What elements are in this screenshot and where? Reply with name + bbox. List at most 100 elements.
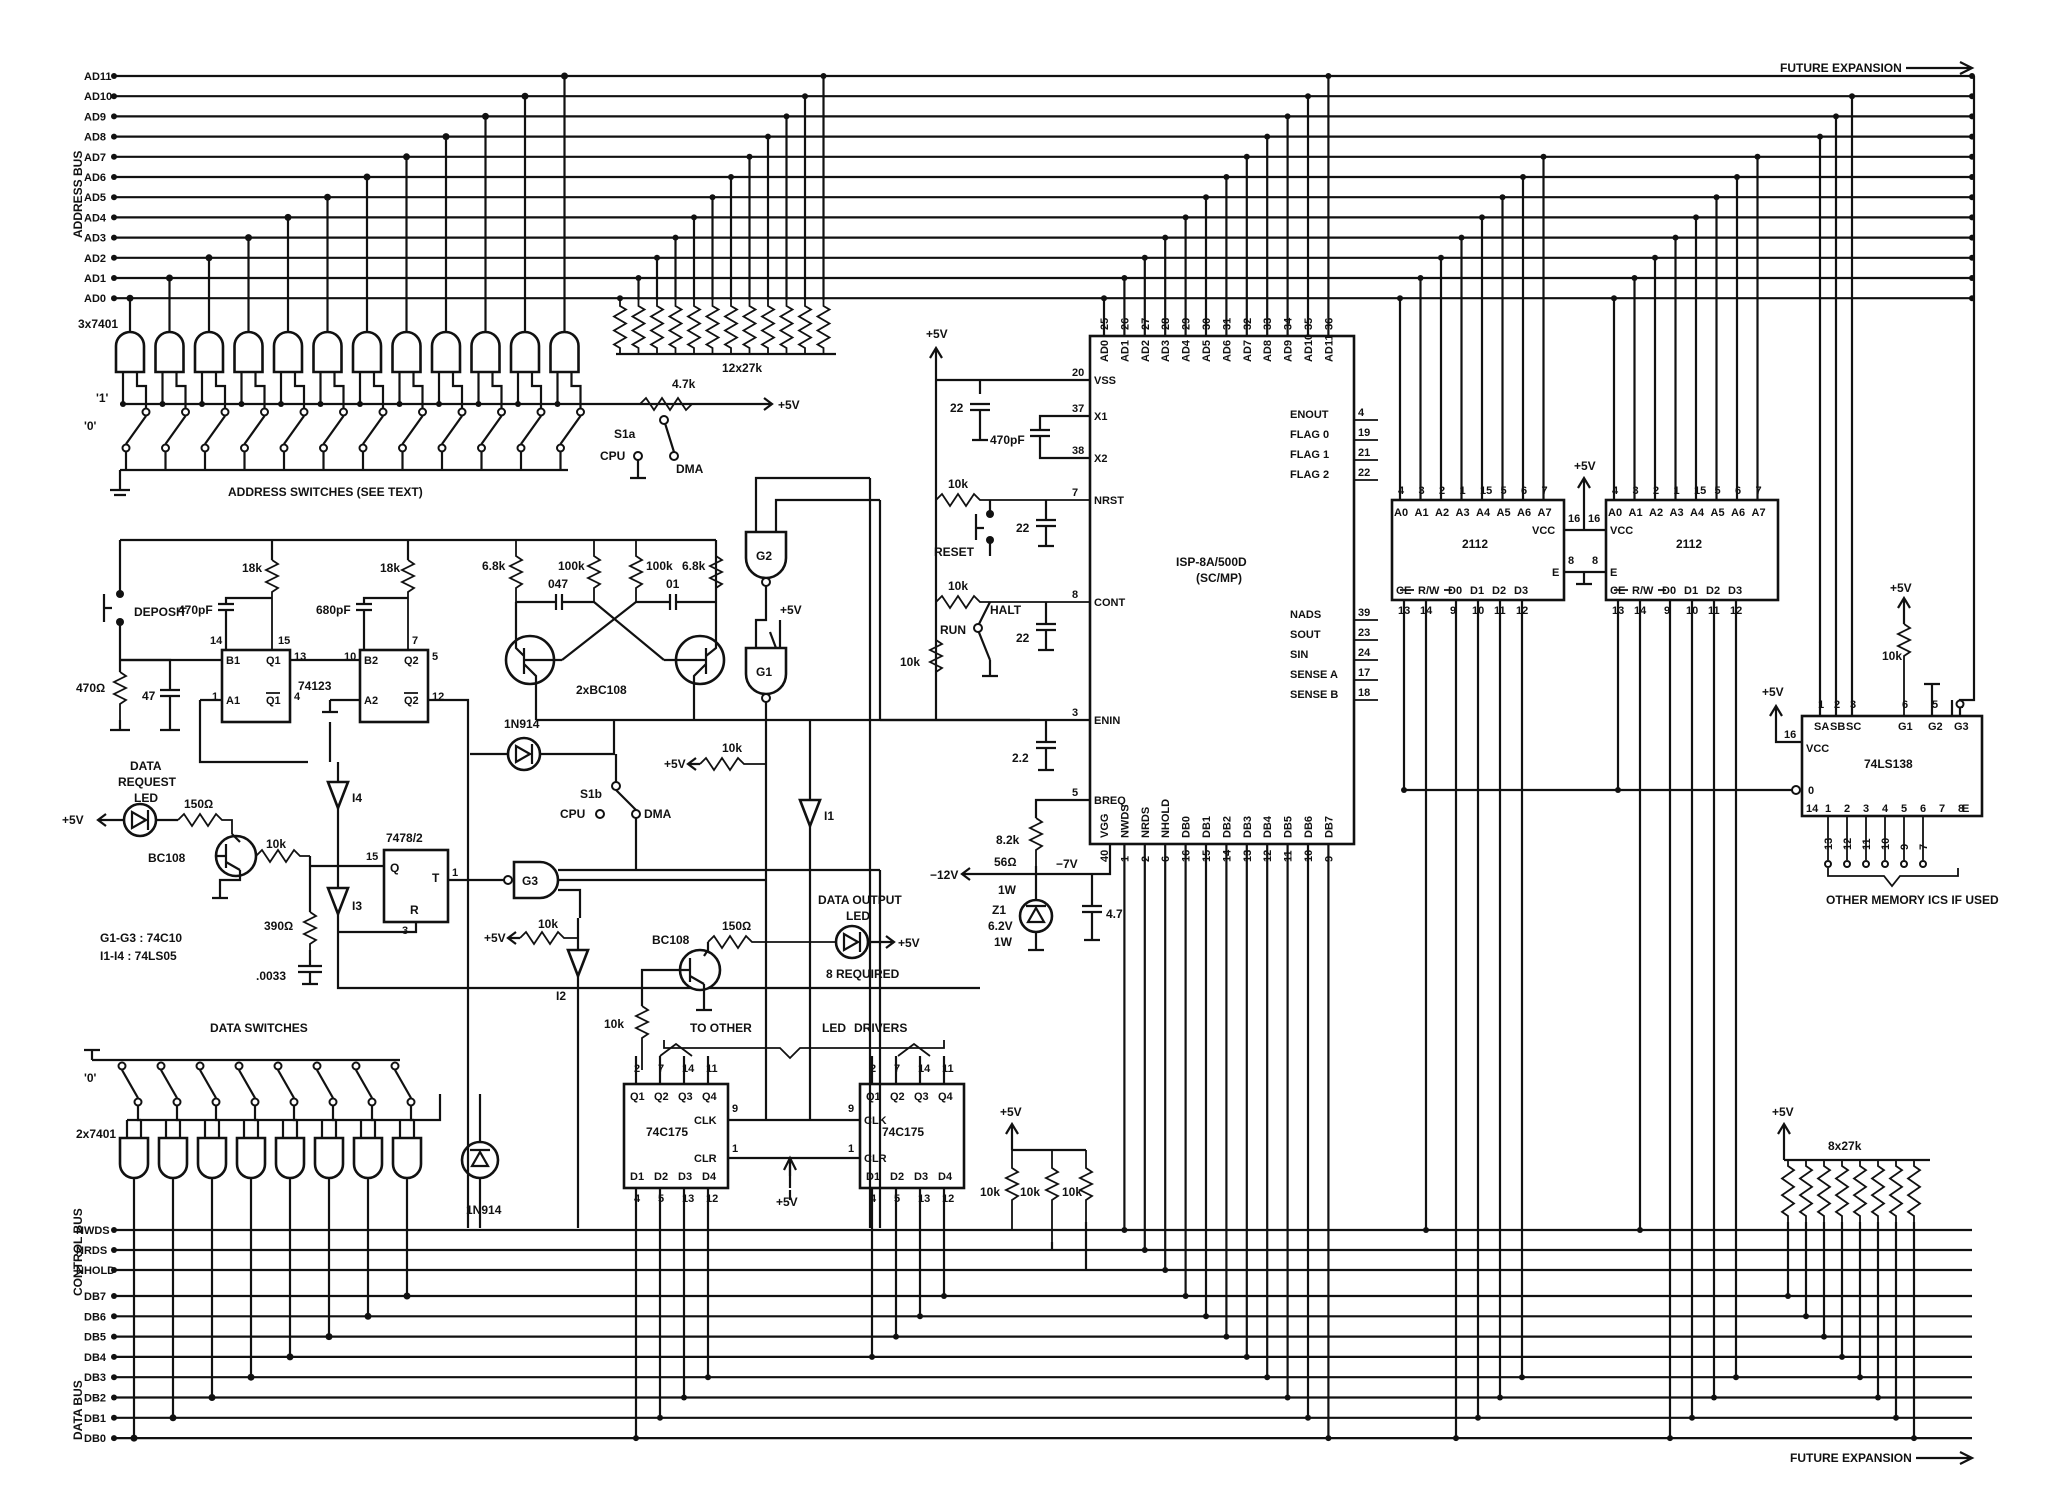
data-nand-gate bbox=[157, 1136, 189, 1180]
latch-pin-15: 15 bbox=[366, 851, 378, 863]
decoder-out-pin: 2 bbox=[1844, 803, 1850, 815]
ram-a bbox=[1390, 498, 1566, 602]
decoder-r10k: 10k bbox=[1882, 649, 1902, 663]
register-d-label: D2 bbox=[654, 1171, 668, 1183]
bus-junction bbox=[1857, 1374, 1863, 1381]
c680pf-mono bbox=[356, 596, 408, 650]
cpu-right-pin-num: 39 bbox=[1358, 607, 1370, 619]
ram-vcc-num: 16 bbox=[1568, 513, 1580, 525]
cpu-right-pin-label: ENOUT bbox=[1290, 409, 1329, 421]
data-line-terminal bbox=[111, 1414, 117, 1421]
data-expansion-arrow bbox=[1916, 1451, 1975, 1465]
led-request-r390 bbox=[301, 911, 319, 950]
register-clr: CLR bbox=[864, 1153, 887, 1165]
led-request-diode-symbol bbox=[130, 810, 178, 830]
bus-junction bbox=[1637, 1227, 1643, 1233]
deposit-contact-a[interactable] bbox=[116, 590, 124, 598]
pullup-resistor bbox=[667, 300, 684, 354]
bus-junction bbox=[1325, 73, 1332, 79]
cpu-reset-contact-a[interactable] bbox=[986, 510, 994, 518]
data-switch-section: DATA SWITCHES 2x7401 '0' bbox=[76, 1021, 442, 1442]
bus-junction bbox=[205, 254, 213, 262]
cpu-right-pin-num: 23 bbox=[1358, 627, 1370, 639]
cpu-top-pin-label: AD6 bbox=[1221, 340, 1233, 362]
r-4k7-label: 4.7k bbox=[672, 377, 696, 391]
data-pullup-resistor bbox=[1906, 1160, 1922, 1222]
led-output-r150-label: 150Ω bbox=[722, 919, 751, 933]
latch-wiring bbox=[310, 762, 504, 1228]
register-d-label: D4 bbox=[938, 1171, 953, 1183]
address-line-label: AD9 bbox=[84, 111, 106, 123]
address-line-label: AD7 bbox=[84, 152, 106, 164]
bus-junction bbox=[617, 295, 623, 302]
bus-junction bbox=[1305, 93, 1311, 100]
bus-junction bbox=[126, 294, 134, 302]
led-request-diode[interactable] bbox=[122, 802, 158, 838]
data-switch-lead bbox=[370, 1106, 375, 1122]
cpu-bottom-pin-label: DB0 bbox=[1181, 816, 1193, 838]
bus-junction bbox=[442, 133, 450, 141]
bus-junction bbox=[1893, 1414, 1899, 1421]
data-line-label: DB6 bbox=[84, 1311, 106, 1323]
mono-a-q1: Q1 bbox=[266, 655, 281, 667]
ram-vcc: VCC bbox=[1532, 525, 1555, 537]
bus-junction bbox=[1453, 1435, 1459, 1442]
address-line-terminal bbox=[111, 295, 117, 302]
mono-a2-ground bbox=[322, 698, 360, 714]
ram-address-label: A5 bbox=[1497, 507, 1511, 519]
cpu-left-pin-num: 20 bbox=[1072, 367, 1084, 379]
cpu-top-pin-label: AD1 bbox=[1119, 340, 1131, 362]
cpu-run-contact[interactable] bbox=[973, 623, 983, 633]
bus-junction bbox=[1182, 1293, 1189, 1299]
ram-e-num: 8 bbox=[1568, 555, 1574, 567]
decoder-e: E bbox=[1962, 803, 1969, 815]
address-bus: ADDRESS BUS FUTURE EXPANSION AD11AD10AD9… bbox=[71, 61, 1975, 305]
bus-junction bbox=[746, 153, 753, 160]
pullups-data-label: 8x27k bbox=[1828, 1139, 1862, 1153]
address-switch-pivot bbox=[319, 443, 328, 453]
cpu-c22b bbox=[1036, 500, 1056, 548]
led-request-r10k-label: 10k bbox=[266, 837, 286, 851]
bus-junction bbox=[691, 214, 697, 221]
s1a-dma-contact bbox=[669, 451, 679, 461]
s1a-cpu-contact bbox=[633, 451, 643, 461]
data-line-label: DB2 bbox=[84, 1393, 106, 1405]
bus-junction bbox=[1479, 214, 1485, 221]
cpu-r8k2-label: 8.2k bbox=[996, 833, 1020, 847]
r-4k7-arrow bbox=[740, 397, 774, 411]
address-gate-inputs bbox=[358, 372, 385, 408]
led-output-title-b: LED bbox=[846, 909, 870, 923]
bus-junction bbox=[1243, 1353, 1250, 1360]
deposit-contact-b[interactable] bbox=[116, 618, 124, 626]
bus-junction bbox=[1817, 133, 1823, 140]
c047-label: 047 bbox=[548, 577, 568, 591]
cpu-bottom-pin-label: DB1 bbox=[1201, 816, 1213, 838]
mono-link bbox=[198, 658, 470, 764]
c47-mono-label: 47 bbox=[142, 689, 156, 703]
cpu-reset-contact-b[interactable] bbox=[986, 536, 994, 544]
cpu-bottom-pin-label: NHOLD bbox=[1160, 799, 1172, 838]
address-switch-pivot bbox=[437, 443, 447, 453]
control-r10k-b-label: 10k bbox=[1020, 1185, 1040, 1199]
r100-a bbox=[585, 540, 603, 602]
cpu-c22d-label: 2.2 bbox=[1012, 751, 1029, 765]
decoder-section: 74LS138 VCC 16 +5V 0 E 10k +5V SA1SB2SC3… bbox=[1404, 76, 1999, 907]
cpu-left-pin-num: 8 bbox=[1072, 589, 1078, 601]
led-output-transistor-label: BC108 bbox=[652, 933, 690, 947]
ram-bottom-label: D3 bbox=[1514, 585, 1528, 597]
control-line-terminal bbox=[111, 1267, 117, 1273]
inverter-wiring bbox=[336, 720, 980, 1228]
address-switch-pivot bbox=[556, 443, 565, 453]
monostable-b bbox=[358, 648, 430, 724]
gate-r10k-a-arrow bbox=[686, 757, 700, 771]
latch-pin-1: 1 bbox=[452, 867, 458, 879]
bus-junction bbox=[705, 1374, 711, 1381]
led-output-diode[interactable] bbox=[834, 924, 870, 960]
decoder-zero: 0 bbox=[1808, 785, 1814, 797]
bus-junction bbox=[917, 1313, 923, 1320]
data-line-terminal bbox=[111, 1333, 117, 1340]
data-switch-lever bbox=[238, 1069, 256, 1099]
register-clk-pin: 9 bbox=[848, 1103, 854, 1115]
address-gate-inputs bbox=[319, 372, 345, 408]
s1b-common bbox=[611, 781, 621, 791]
